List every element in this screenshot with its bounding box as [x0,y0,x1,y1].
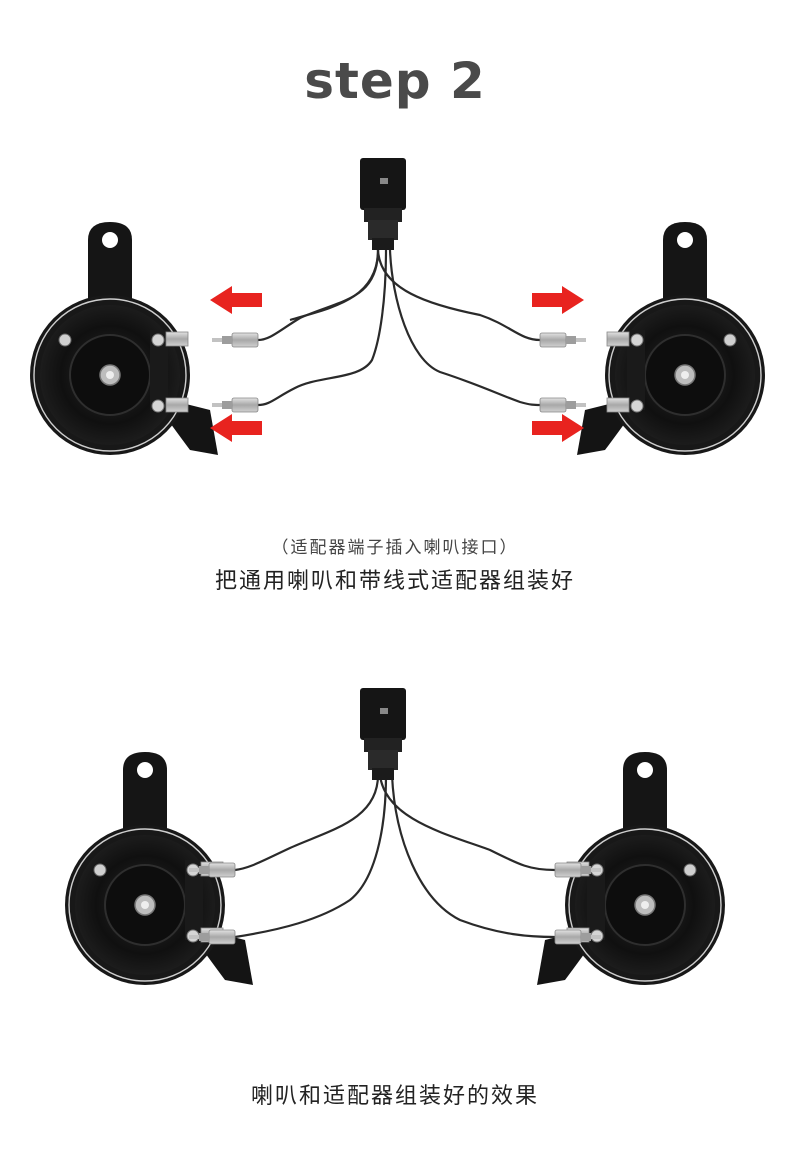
adapter-wires [257,249,541,407]
adapter-connector [360,158,406,250]
right-horn [576,221,766,456]
arrow-left-top [210,286,262,314]
right-terminal-bottom [539,397,587,413]
arrow-right-bottom [532,414,584,442]
arrow-left-bottom [210,414,262,442]
left-terminal-top [211,332,259,348]
scene-after-assembly [0,680,790,1010]
left-terminal-bottom [211,397,259,413]
arrow-right-top [532,286,584,314]
step1-subcaption: （适配器端子插入喇叭接口） [271,538,519,558]
right-terminal-top [539,332,587,348]
assembled-connector [360,688,406,780]
scene-before-assembly [0,150,790,480]
step2-caption: 喇叭和适配器组装好的效果 [250,1084,539,1109]
step1-caption: 把通用喇叭和带线式适配器组装好 [214,569,575,594]
page-title: step 2 [304,52,486,110]
assembled-wires [234,774,556,939]
left-horn [29,221,219,456]
